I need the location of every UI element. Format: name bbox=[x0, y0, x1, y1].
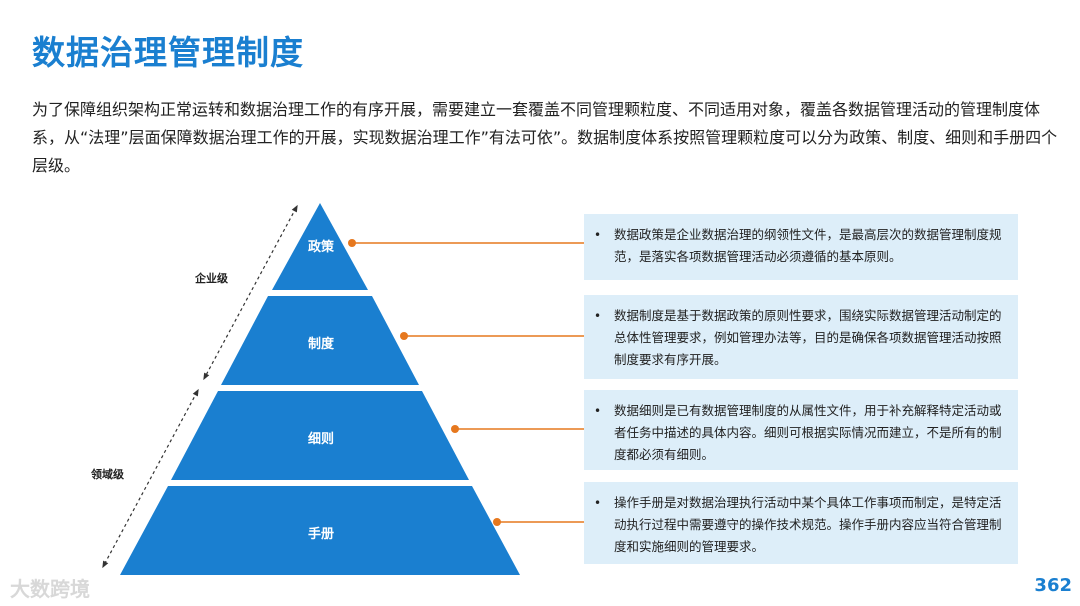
description-rules: • 数据细则是已有数据管理制度的从属性文件，用于补充解释特定活动或者任务中描述的… bbox=[584, 390, 1018, 470]
description-text: 操作手册是对数据治理执行活动中某个具体工作事项而制定，是特定活动执行过程中需要遵… bbox=[614, 495, 1002, 554]
description-text: 数据政策是企业数据治理的纲领性文件，是最高层次的数据管理制度规范，是落实各项数据… bbox=[614, 227, 1002, 264]
description-text: 数据细则是已有数据管理制度的从属性文件，用于补充解释特定活动或者任务中描述的具体… bbox=[614, 403, 1002, 462]
intro-paragraph: 为了保障组织架构正常运转和数据治理工作的有序开展，需要建立一套覆盖不同管理颗粒度… bbox=[32, 100, 1058, 175]
description-manual: • 操作手册是对数据治理执行活动中某个具体工作事项而制定，是特定活动执行过程中需… bbox=[584, 482, 1018, 564]
description-policy: • 数据政策是企业数据治理的纲领性文件，是最高层次的数据管理制度规范，是落实各项… bbox=[584, 214, 1018, 280]
connector-dot-regulation bbox=[400, 332, 408, 340]
tier-label-regulation: 制度 bbox=[307, 337, 334, 352]
tier-label-policy: 政策 bbox=[307, 240, 334, 255]
description-text: 数据制度是基于数据政策的原则性要求，围绕实际数据管理活动制定的总体性管理要求，例… bbox=[614, 308, 1002, 367]
tier-rules bbox=[171, 391, 469, 480]
description-regulation: • 数据制度是基于数据政策的原则性要求，围绕实际数据管理活动制定的总体性管理要求… bbox=[584, 295, 1018, 379]
bullet: • bbox=[594, 404, 602, 418]
connector-dot-rules bbox=[451, 425, 459, 433]
page-number: 362 bbox=[1034, 575, 1072, 596]
bullet: • bbox=[594, 228, 602, 242]
tier-label-manual: 手册 bbox=[307, 527, 334, 542]
page-title: 数据治理管理制度 bbox=[32, 33, 304, 72]
bullet: • bbox=[594, 309, 602, 323]
tier-label-rules: 细则 bbox=[307, 432, 334, 447]
connector-dot-manual bbox=[493, 518, 501, 526]
domain-scope-label: 领域级 bbox=[91, 468, 124, 481]
enterprise-scope-label: 企业级 bbox=[195, 272, 228, 285]
domain-scope-arrow bbox=[102, 388, 199, 569]
watermark-logo: 大数跨境 bbox=[10, 577, 90, 601]
enterprise-scope-arrow bbox=[203, 204, 298, 381]
connector-dot-policy bbox=[348, 239, 356, 247]
bullet: • bbox=[594, 496, 602, 510]
tier-manual bbox=[120, 486, 520, 575]
